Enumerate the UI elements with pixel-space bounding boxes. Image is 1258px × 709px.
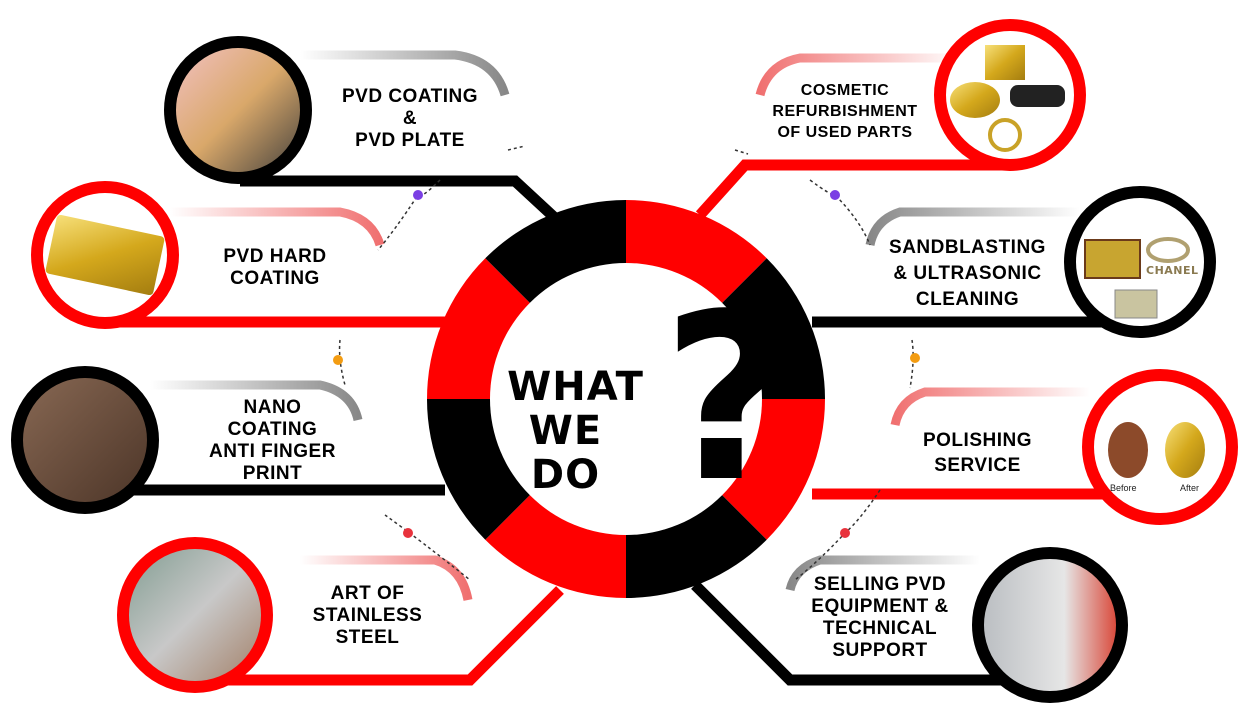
center-word-we: WE: [528, 408, 603, 454]
purple-dot: [413, 190, 423, 200]
label-line: SUPPORT: [832, 640, 928, 661]
label-arcs: [150, 50, 1090, 601]
label-line: SELLING PVD: [813, 574, 947, 595]
label-stainless-steel: ART OF STAINLESS STEEL: [285, 583, 450, 649]
label-line: COATING: [227, 419, 318, 440]
ring-segment: [427, 399, 532, 540]
label-line: ANTI FINGER: [209, 441, 336, 462]
label-cosmetic-refurbishment: COSMETIC REFURBISHMENT OF USED PARTS: [745, 80, 945, 143]
center-ring: [427, 200, 825, 598]
photo-pvd-coating: [164, 36, 312, 184]
label-line: &: [402, 108, 418, 129]
label-line: SERVICE: [934, 455, 1021, 476]
center-title: WHAT WE DO: [498, 365, 653, 497]
ring-segment: [485, 200, 626, 305]
label-line: TECHNICAL: [822, 618, 938, 639]
caption-after: After: [1180, 483, 1200, 493]
label-line: POLISHING: [922, 430, 1032, 451]
purple-dot: [830, 190, 840, 200]
label-pvd-hard-coating: PVD HARD COATING: [190, 246, 360, 290]
label-line: COSMETIC: [800, 82, 890, 99]
center-disc: [490, 263, 762, 535]
label-line: STAINLESS: [312, 605, 423, 626]
caption-before: Before: [1110, 483, 1137, 493]
label-line: ART OF: [330, 583, 405, 604]
question-mark-icon: ?: [662, 266, 796, 533]
label-pvd-coating: PVD COATING & PVD PLATE: [320, 86, 500, 152]
label-line: PVD HARD: [223, 246, 327, 267]
photo-polishing: [1082, 369, 1238, 525]
ring-segment: [485, 493, 626, 598]
photo-cosmetic: [934, 19, 1086, 171]
label-line: PRINT: [242, 463, 303, 484]
label-sandblasting: SANDBLASTING & ULTRASONIC CLEANING: [870, 235, 1065, 313]
orange-dot: [910, 353, 920, 363]
label-line: REFURBISHMENT: [772, 103, 918, 120]
label-line: STEEL: [335, 627, 400, 648]
connector-dots: [333, 190, 920, 538]
label-line: PVD COATING: [341, 86, 479, 107]
label-pvd-equipment: SELLING PVD EQUIPMENT & TECHNICAL SUPPOR…: [790, 574, 970, 662]
label-line: & ULTRASONIC: [893, 263, 1042, 284]
photo-sandblasting: [1064, 186, 1216, 338]
orange-dot: [333, 355, 343, 365]
label-line: COATING: [230, 268, 320, 289]
photo-logo-chanel: CHANEL: [1146, 264, 1199, 277]
label-line: PVD PLATE: [355, 130, 465, 151]
label-line: EQUIPMENT &: [811, 596, 949, 617]
label-polishing: POLISHING SERVICE: [900, 428, 1055, 478]
photo-pvd-equipment: [972, 547, 1128, 703]
ring-segment: [626, 493, 767, 598]
ring-segment: [720, 258, 825, 399]
label-line: SANDBLASTING: [889, 237, 1046, 258]
label-line: OF USED PARTS: [777, 124, 913, 141]
red-dot: [840, 528, 850, 538]
photo-nano-coating: [11, 366, 159, 514]
red-dot: [403, 528, 413, 538]
ring-segment: [720, 399, 825, 540]
ring-segment: [626, 200, 767, 305]
label-line: NANO: [243, 397, 302, 418]
photo-pvd-hard-coating: [31, 181, 179, 329]
center-word-what: WHAT: [507, 364, 644, 410]
label-line: CLEANING: [915, 289, 1020, 310]
photo-stainless-steel: [117, 537, 273, 693]
center-word-do: DO: [530, 452, 601, 498]
ring-segment: [427, 258, 532, 399]
photo-circles: [11, 19, 1238, 703]
label-nano-coating: NANO COATING ANTI FINGER PRINT: [185, 397, 360, 485]
